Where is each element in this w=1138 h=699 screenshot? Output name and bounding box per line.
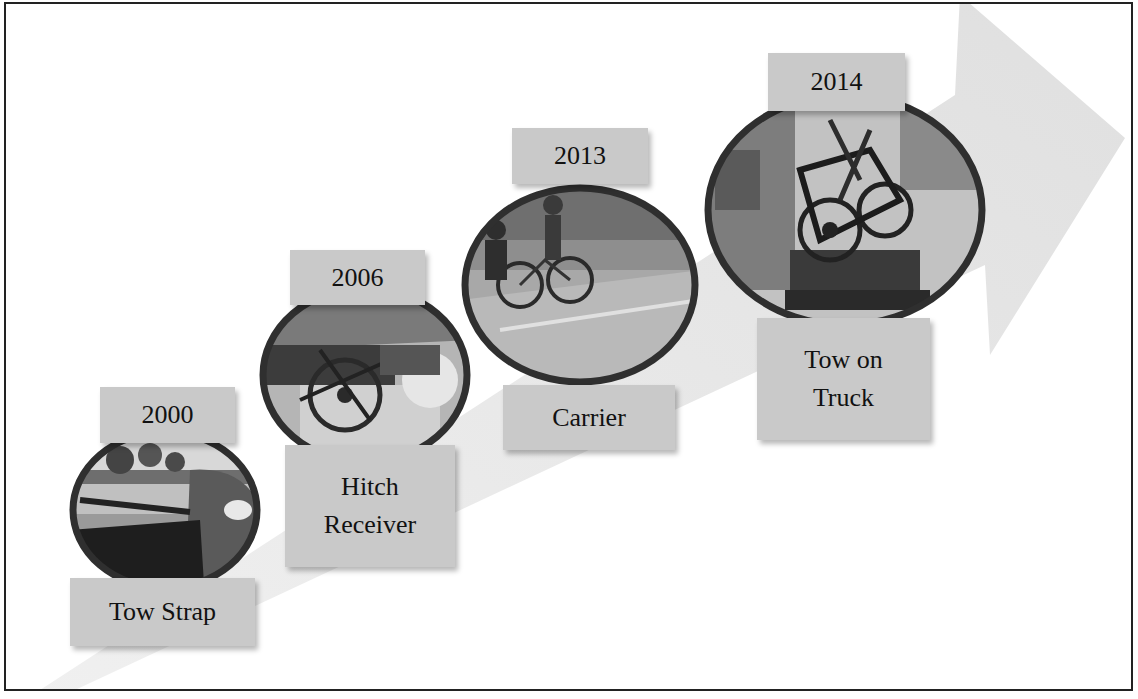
year-text: 2000 [142,396,194,434]
truck-photo [705,90,990,330]
label-box: Carrier [503,385,675,450]
year-text: 2014 [811,63,863,101]
year-box: 2006 [290,250,425,305]
carrier-photo [460,185,700,395]
year-box: 2014 [768,53,905,111]
label-box: Hitch Receiver [285,445,455,567]
year-box: 2013 [512,128,648,184]
year-text: 2013 [554,137,606,175]
stage-label: Tow Strap [109,593,216,631]
label-box: Tow on Truck [757,318,930,440]
progress-arrow [40,4,1125,690]
year-box: 2000 [100,387,235,443]
label-box: Tow Strap [70,578,255,646]
stage-label: Tow on Truck [784,341,904,416]
year-text: 2006 [332,259,384,297]
tow-strap-photo [60,420,270,600]
stage-label: Carrier [552,399,626,437]
stage-label: Hitch Receiver [310,468,430,543]
